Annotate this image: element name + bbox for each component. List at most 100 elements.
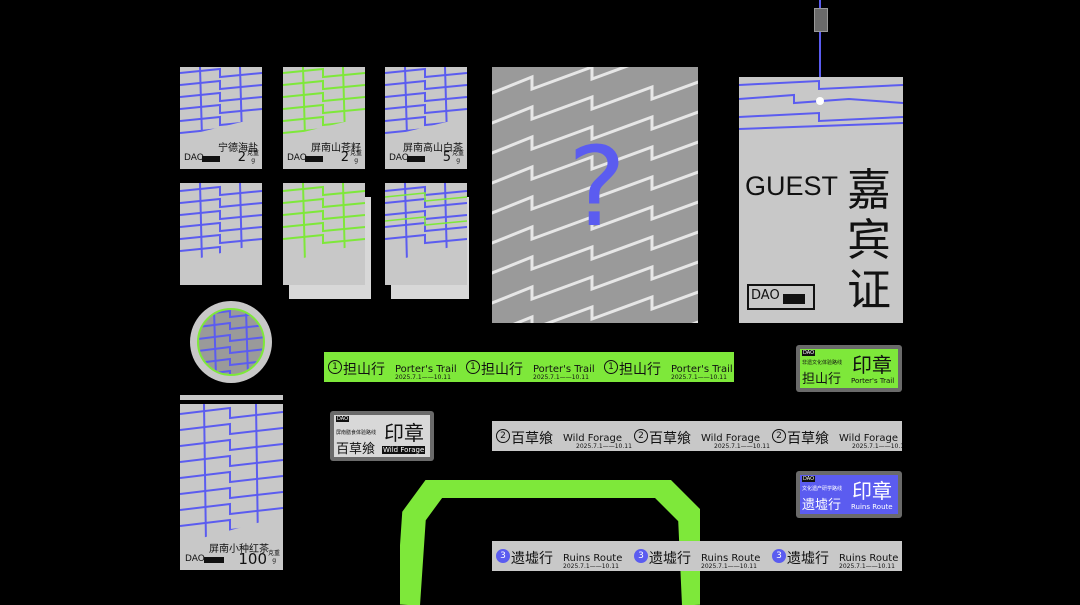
route-ticket: 2 百草飨 Wild Forage 2025.7.1——10.11 [768,421,902,451]
route-date: 2025.7.1——10.11 [395,374,451,381]
packet-unit: g [272,557,276,564]
stamp-title: 印章 [852,479,892,503]
lanyard-strap [819,0,821,100]
stripe-pattern [180,183,262,263]
route-number-icon: 1 [466,360,480,374]
guest-en: GUEST [745,171,839,201]
route-name: 百草飨 [649,431,691,447]
stamp-route-name: 百草飨 [336,442,376,457]
guest-logo-text: DAO [751,288,780,303]
route-number-icon: 3 [634,549,648,563]
stripe-pattern [385,183,467,263]
route-en: Ruins Route [701,553,761,564]
route-name: 百草飨 [787,431,829,447]
route-ticket: 2 百草飨 Wild Forage 2025.7.1——10.11 [630,421,770,451]
route-en: Ruins Route [563,553,623,564]
route-ticket: 3 遗墟行 Ruins Route 2025.7.1——10.11 [492,541,629,571]
route-ticket: 2 百草飨 Wild Forage 2025.7.1——10.11 [492,421,632,451]
round-badge [190,301,272,383]
stamp-face: DAO 非遗文化体验路线 担山行 印章 Porter's Trail [800,349,898,388]
route-number-icon: 1 [604,360,618,374]
packet-qty: 2 [237,150,246,165]
stripe-pattern [385,67,467,137]
brand-bar [305,156,323,162]
route-en: Porter's Trail [671,364,733,375]
stamp-porters-trail: DAO 非遗文化体验路线 担山行 印章 Porter's Trail [796,345,902,392]
brand-logo: DAO [185,554,205,564]
brand-bar [202,156,220,162]
route-en: Wild Forage [701,433,761,444]
stripe-pattern [180,67,262,137]
stamp-logo: DAO [802,476,816,482]
question-mark: ? [567,123,627,251]
route-date: 2025.7.1——10.11 [701,563,757,570]
packet-name: 屏南高山白茶 [403,143,463,154]
stamp-logo: DAO [336,416,350,422]
stamp-en: Porter's Trail [851,377,895,385]
route-en: Wild Forage [839,433,899,444]
packet-name: 屏南山苍籽 [311,143,361,154]
brand-bar [204,557,224,563]
stripe-pattern [180,404,283,544]
badge-pattern [739,79,903,130]
stamp-en: Wild Forage [382,446,426,454]
tea-bag-top [180,395,283,400]
route-ticket: 3 遗墟行 Ruins Route 2025.7.1——10.11 [768,541,902,571]
packet-unit-label: 克重 [451,150,464,157]
packet-qty: 2 [340,150,349,165]
brand-logo: DAO [287,153,307,163]
route-ticket: 1 担山行 Porter's Trail 2025.7.1——10.11 [600,352,734,382]
route-en: Ruins Route [839,553,899,564]
route-ticket: 3 遗墟行 Ruins Route 2025.7.1——10.11 [630,541,767,571]
route-en: Wild Forage [563,433,623,444]
tea-packet-white-tea: 屏南高山白茶 DAO 5 克重 g [385,67,467,169]
route-number-icon: 2 [634,429,648,443]
route-name: 担山行 [481,362,523,378]
route-date: 2025.7.1——10.11 [533,374,589,381]
round-badge-pattern [197,308,265,376]
tea-packet-litsea: 屏南山苍籽 DAO 2 克重 g [283,67,365,169]
stamp-logo: DAO [802,350,816,356]
stamp-face: DAO 文化遗产研学路线 遗墟行 印章 Ruins Route [800,475,898,514]
route-name: 遗墟行 [649,551,691,567]
route-en: Porter's Trail [533,364,595,375]
route-strip-ruins-route: 3 遗墟行 Ruins Route 2025.7.1——10.11 3 遗墟行 … [492,541,902,571]
packet-qty: 100 [238,550,267,568]
lanyard-clip [814,8,828,32]
route-date: 2025.7.1——10.11 [563,563,619,570]
stamp-title: 印章 [852,353,892,377]
route-number-icon: 1 [328,360,342,374]
stripe-pattern [283,183,365,263]
packet-unit: g [354,157,358,164]
route-number-icon: 3 [772,549,786,563]
stripe-pattern [283,67,365,137]
packet-unit-label: 克重 [267,550,280,557]
stamp-face: DAO 屏南膳食体验路线 百草飨 印章 Wild Forage [334,415,430,457]
packet-unit: g [456,157,460,164]
route-date: 2025.7.1——10.11 [576,443,632,450]
stamp-subtitle: 屏南膳食体验路线 [336,430,377,436]
brand-logo: DAO [389,153,409,163]
route-number-icon: 2 [496,429,510,443]
route-name: 遗墟行 [787,551,829,567]
route-date: 2025.7.1——10.11 [714,443,770,450]
packet-back-blue [180,183,262,285]
packet-qty: 5 [442,150,451,165]
packet-unit: g [251,157,255,164]
guest-logo: DAO [747,284,815,310]
route-date: 2025.7.1——10.11 [671,374,727,381]
route-name: 遗墟行 [511,551,553,567]
mystery-box: ? [492,67,698,323]
brand-logo: DAO [184,153,204,163]
tea-packet-sea-salt: 宁德海盐 DAO 2 克重 g [180,67,262,169]
packet-name: 屏南小种红茶 [209,544,269,555]
route-date: 2025.7.1——10.11 [852,443,902,450]
stamp-ruins-route: DAO 文化遗产研学路线 遗墟行 印章 Ruins Route [796,471,902,518]
packet-unit-label: 克重 [246,150,259,157]
stamp-subtitle: 文化遗产研学路线 [802,486,843,492]
route-name: 担山行 [619,362,661,378]
route-date: 2025.7.1——10.11 [839,563,895,570]
packet-back-blue-2 [385,183,467,285]
green-frame [400,480,700,605]
packet-name: 宁德海盐 [218,143,258,154]
